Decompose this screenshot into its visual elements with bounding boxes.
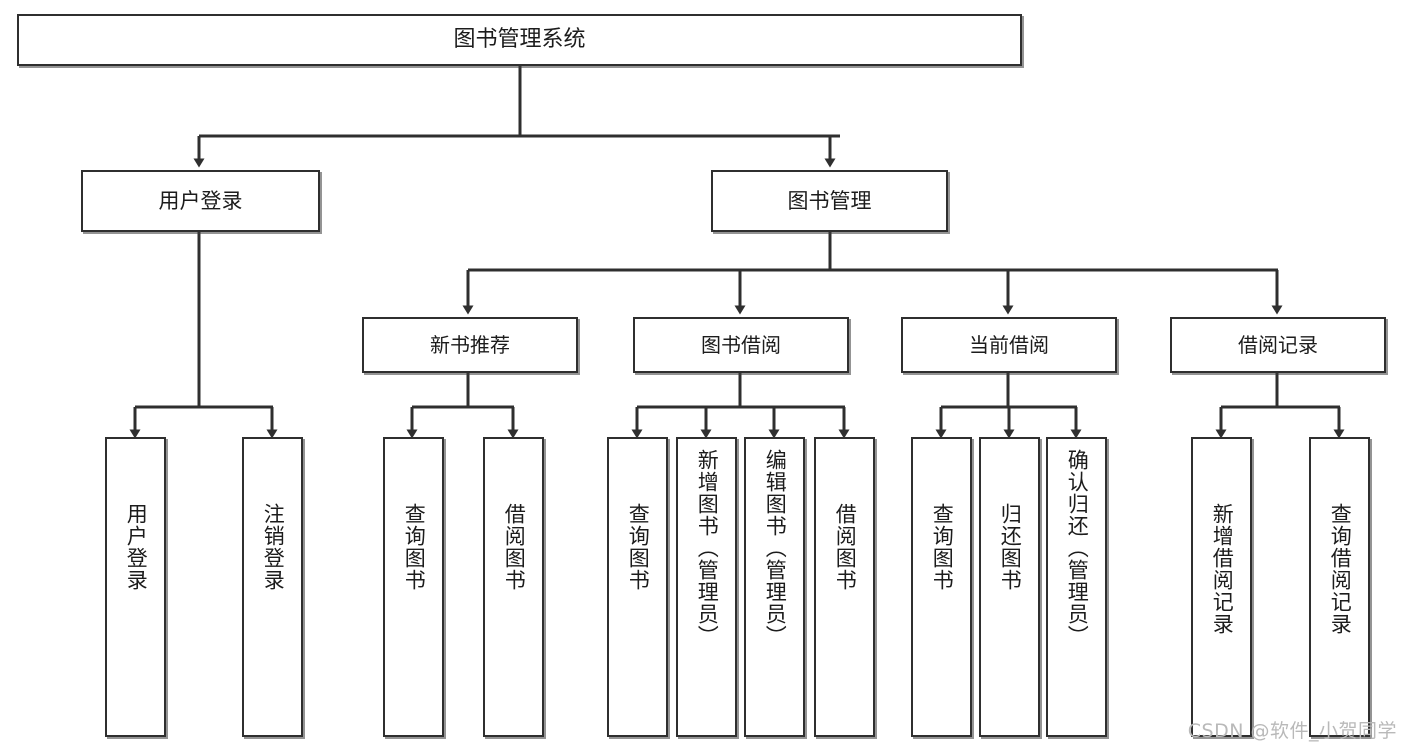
- leaf-add-borrow-record[interactable]: 新增借阅记录: [1191, 437, 1252, 737]
- node-label: 确认归还（管理员）: [1065, 449, 1090, 647]
- node-book-management[interactable]: 图书管理: [711, 170, 948, 232]
- leaf-query-book-newbook[interactable]: 查询图书: [383, 437, 444, 737]
- node-label: 新书推荐: [430, 332, 510, 357]
- leaf-query-book-current[interactable]: 查询图书: [911, 437, 972, 737]
- node-label: 查询借阅记录: [1328, 503, 1353, 635]
- node-root-system[interactable]: 图书管理系统: [17, 14, 1022, 66]
- node-borrow-record[interactable]: 借阅记录: [1170, 317, 1386, 373]
- node-label: 查询图书: [930, 503, 955, 591]
- node-book-borrow[interactable]: 图书借阅: [633, 317, 849, 373]
- node-label: 归还图书: [998, 503, 1023, 591]
- node-label: 注销登录: [261, 503, 286, 591]
- watermark: CSDN @软件_小贺同学: [1187, 720, 1397, 742]
- leaf-confirm-return-admin[interactable]: 确认归还（管理员）: [1046, 437, 1107, 737]
- node-label: 图书借阅: [701, 332, 781, 357]
- node-user-login[interactable]: 用户登录: [81, 170, 320, 232]
- leaf-edit-book-admin[interactable]: 编辑图书（管理员）: [744, 437, 805, 737]
- leaf-query-book-borrow[interactable]: 查询图书: [607, 437, 668, 737]
- node-label: 用户登录: [124, 503, 149, 591]
- node-label: 查询图书: [626, 503, 651, 591]
- node-label: 借阅记录: [1238, 332, 1318, 357]
- node-label: 新增图书（管理员）: [695, 449, 720, 647]
- leaf-user-login[interactable]: 用户登录: [105, 437, 166, 737]
- node-label: 借阅图书: [502, 503, 527, 591]
- leaf-logout[interactable]: 注销登录: [242, 437, 303, 737]
- leaf-query-borrow-record[interactable]: 查询借阅记录: [1309, 437, 1370, 737]
- node-label: 借阅图书: [833, 503, 858, 591]
- leaf-borrow-book-newbook[interactable]: 借阅图书: [483, 437, 544, 737]
- leaf-return-book[interactable]: 归还图书: [979, 437, 1040, 737]
- node-label: 用户登录: [158, 188, 243, 213]
- leaf-borrow-book[interactable]: 借阅图书: [814, 437, 875, 737]
- node-label: 图书管理系统: [453, 27, 586, 53]
- node-label: 图书管理: [787, 188, 872, 213]
- node-label: 编辑图书（管理员）: [763, 449, 788, 647]
- node-label: 当前借阅: [969, 332, 1049, 357]
- leaf-add-book-admin[interactable]: 新增图书（管理员）: [676, 437, 737, 737]
- node-label: 新增借阅记录: [1210, 503, 1235, 635]
- node-current-borrow[interactable]: 当前借阅: [901, 317, 1117, 373]
- node-label: 查询图书: [402, 503, 427, 591]
- node-new-book-recommend[interactable]: 新书推荐: [362, 317, 578, 373]
